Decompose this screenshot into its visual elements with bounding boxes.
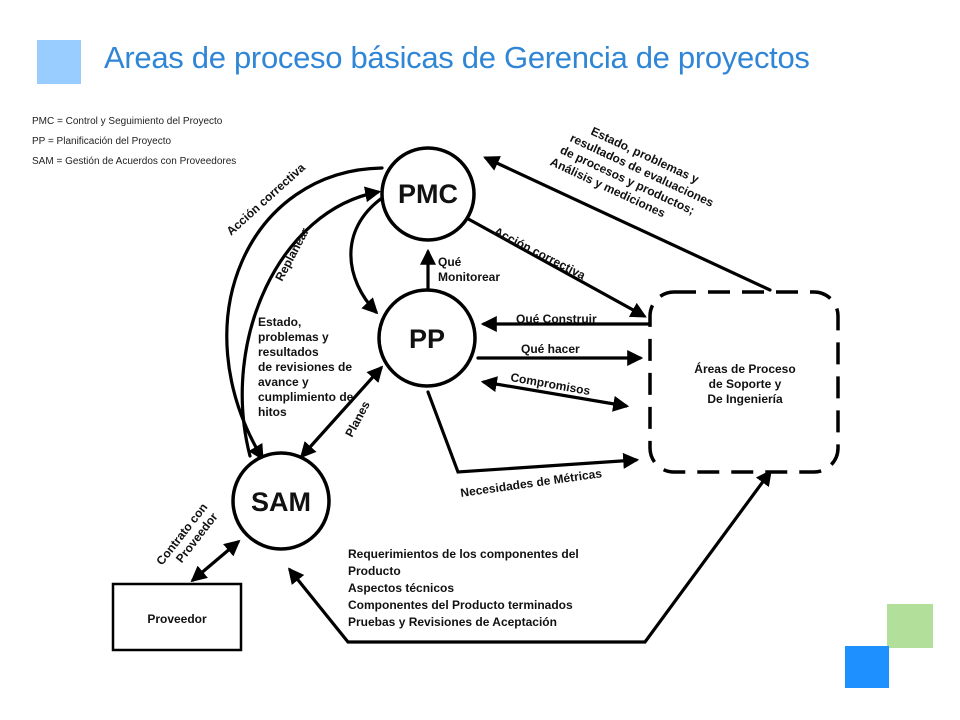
- page-title: Areas de proceso básicas de Gerencia de …: [104, 40, 810, 75]
- edge-estado-sam-pmc: [240, 186, 382, 458]
- label-requerimientos: Requerimientos de los componentes del Pr…: [348, 547, 579, 629]
- edge-accion-correctiva-left: [225, 166, 384, 461]
- label-replanear: Replanear: [272, 225, 312, 283]
- label-estado-left: Estado, problemas y resultados de revisi…: [258, 315, 354, 419]
- legend-item-pp: PP = Planificación del Proyecto: [32, 136, 172, 147]
- label-que-monitorear: Qué Monitorear: [438, 255, 501, 284]
- decor-square-blue: [845, 646, 889, 688]
- node-sam: [231, 451, 331, 551]
- node-sam-label: SAM: [251, 487, 311, 517]
- label-accion-correctiva-right: Acción correctiva: [492, 224, 588, 282]
- legend-item-sam: SAM = Gestión de Acuerdos con Proveedore…: [32, 156, 237, 167]
- label-que-hacer: Qué hacer: [521, 342, 580, 356]
- node-pmc-label: PMC: [398, 179, 458, 209]
- node-proveedor-label: Proveedor: [147, 612, 207, 626]
- edge-pmc-pp: [349, 196, 384, 315]
- edge-planes: [299, 365, 384, 459]
- edge-estado-areas-pmc: [483, 156, 772, 292]
- node-pp-label: PP: [409, 324, 445, 354]
- node-pp: [377, 288, 477, 388]
- legend-item-pmc: PMC = Control y Seguimiento del Proyecto: [32, 116, 223, 127]
- legend: PMC = Control y Seguimiento del Proyecto…: [32, 112, 236, 172]
- node-proveedor: [111, 582, 243, 652]
- node-pmc: [380, 146, 476, 242]
- edge-accion-correctiva-right: [450, 208, 647, 318]
- edge-contrato: [190, 539, 241, 583]
- decor-square-green: [887, 604, 933, 648]
- label-que-construir: Qué Construir: [516, 312, 597, 326]
- node-areas-label: Áreas de Proceso de Soporte y De Ingenie…: [694, 362, 796, 406]
- label-estado-right: Estado, problemas y resultados de evalua…: [548, 124, 716, 220]
- edge-requerimientos: [287, 469, 772, 644]
- edge-compromisos: [480, 376, 630, 412]
- decor-square-top-left: [37, 40, 81, 84]
- areas-box: [648, 290, 840, 474]
- label-accion-correctiva-left: Acción correctiva: [224, 160, 308, 238]
